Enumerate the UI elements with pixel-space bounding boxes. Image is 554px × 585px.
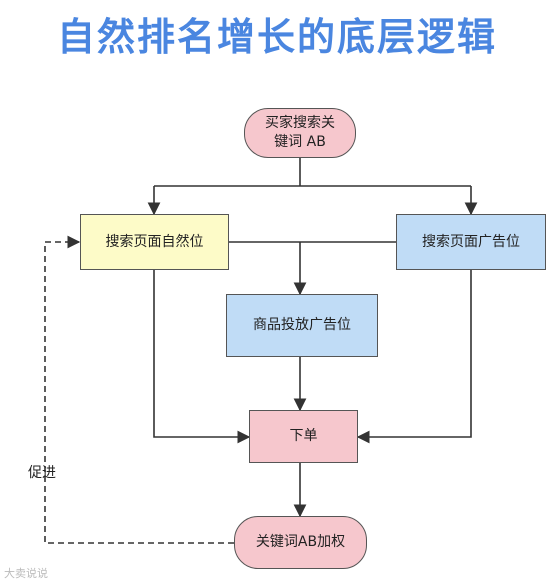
edge-label-feedback: 促进 (28, 465, 56, 481)
edge-natural-to-order (153, 270, 251, 444)
edge-feedback-dashed (44, 235, 234, 544)
node-keyword-boost: 关键词AB加权 (234, 516, 367, 569)
node-buyer-search: 买家搜索关 键词 AB (244, 108, 356, 158)
node-product-ad: 商品投放广告位 (226, 294, 378, 357)
watermark: 大卖说说 (4, 567, 48, 580)
node-search-natural: 搜索页面自然位 (80, 214, 229, 270)
edge-ad-search-to-order (356, 270, 472, 444)
node-search-ad: 搜索页面广告位 (396, 214, 546, 270)
node-order: 下单 (249, 410, 358, 463)
diagram-title: 自然排名增长的底层逻辑 (56, 15, 497, 59)
